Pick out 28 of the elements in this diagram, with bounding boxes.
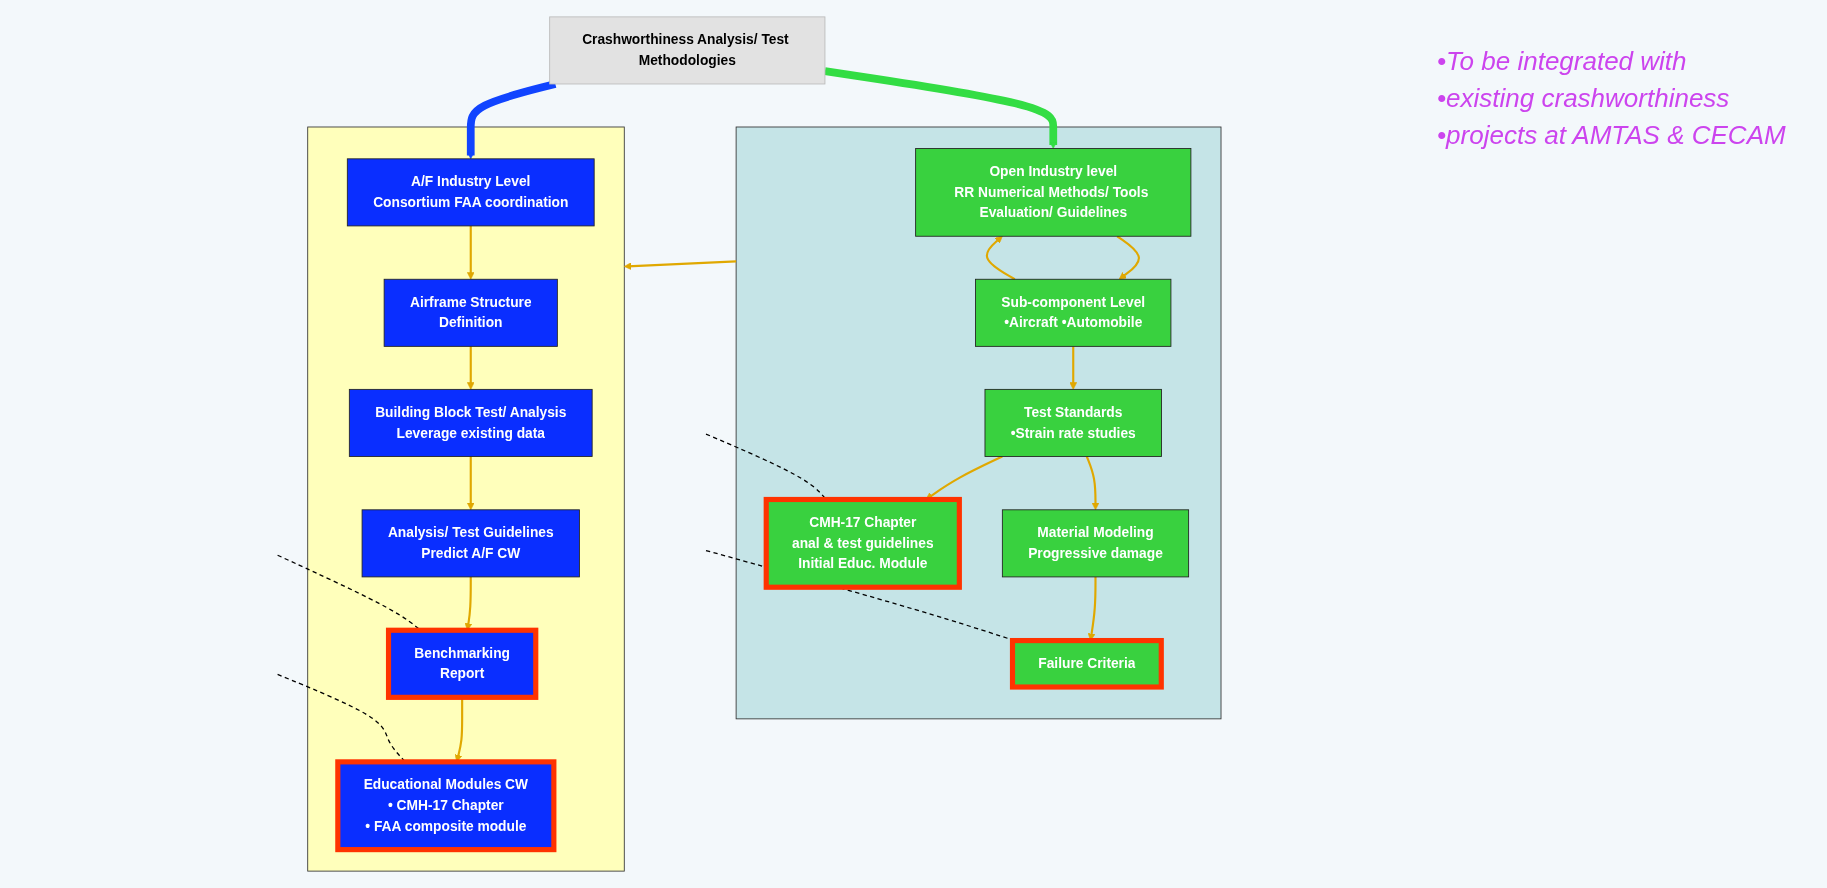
node-box: Sub-component Level •Aircraft •Automobile bbox=[975, 278, 1172, 347]
arrow bbox=[1085, 456, 1100, 511]
node-box: Crashworthiness Analysis/ Test Methodologies bbox=[549, 16, 826, 85]
arrow bbox=[466, 346, 475, 390]
node-box: Open Industry level RR Numerical Methods/ Tools Evaluation/ Guidelines bbox=[915, 148, 1192, 237]
arrow bbox=[623, 260, 737, 270]
note-text: •existing crashworthiness bbox=[1437, 83, 1731, 114]
node-box: Failure Criteria bbox=[1009, 638, 1164, 690]
node-box: Benchmarking Report bbox=[385, 627, 539, 700]
node-box: A/F Industry Level Consortium FAA coordination bbox=[346, 158, 595, 227]
note-text: •To be integrated with bbox=[1437, 46, 1688, 77]
cluster bbox=[735, 126, 1222, 720]
arrow bbox=[466, 80, 557, 160]
arrow bbox=[1069, 346, 1077, 390]
arrow bbox=[466, 456, 475, 511]
note-text: •projects at AMTAS & CECAM bbox=[1437, 120, 1787, 151]
node-box: Material Modeling Progressive damage bbox=[1001, 509, 1190, 578]
node-box: CMH-17 Chapter anal & test guidelines Initial Educ. Module bbox=[763, 496, 962, 590]
cluster bbox=[307, 126, 625, 872]
node-box: Educational Modules CW • CMH-17 Chapter • FAA composite module bbox=[335, 759, 557, 853]
node-box: Test Standards •Strain rate studies bbox=[984, 388, 1162, 457]
arrow bbox=[1116, 235, 1140, 280]
arrow bbox=[985, 235, 1016, 281]
node-box: Airframe Structure Definition bbox=[383, 278, 558, 347]
node-box: Building Block Test/ Analysis Leverage existing data bbox=[348, 388, 593, 457]
arrow bbox=[824, 67, 1058, 149]
arrow bbox=[466, 225, 475, 280]
node-box: Analysis/ Test Guidelines Predict A/F CW bbox=[361, 509, 580, 578]
